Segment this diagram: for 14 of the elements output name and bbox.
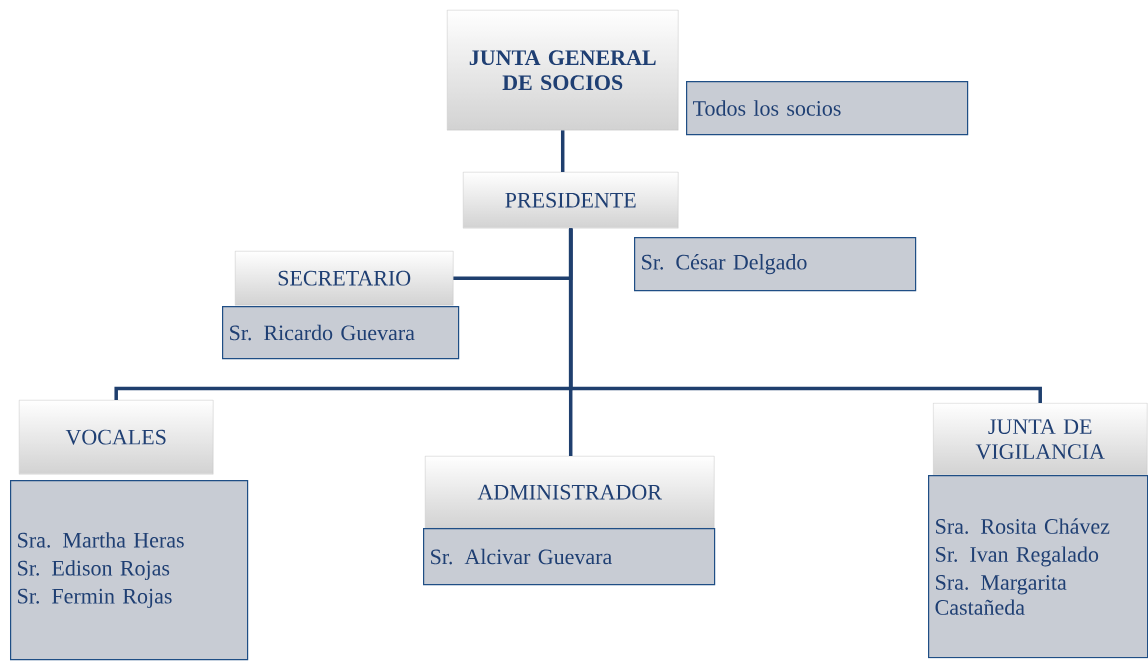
name-box: Sr. César Delgado xyxy=(634,237,917,292)
title-box: JUNTA DE VIGILANCIA xyxy=(933,403,1148,476)
title-box: ADMINISTRADOR xyxy=(425,456,715,529)
title-box: JUNTA GENERAL DE SOCIOS xyxy=(447,10,679,131)
name-box: Sr. Alcivar Guevara xyxy=(423,528,716,586)
name-box: Sra. Rosita Chávez Sr. Ivan Regalado Sra. Margarita Castañeda xyxy=(928,475,1148,659)
connector-line xyxy=(560,130,565,172)
connector-line xyxy=(568,228,1042,403)
name-box: Todos los socios xyxy=(686,81,969,136)
name-box: Sra. Martha Heras Sr. Edison Rojas Sr. Fermin Rojas xyxy=(10,480,249,661)
title-box: SECRETARIO xyxy=(235,251,454,306)
name-box: Sr. Ricardo Guevara xyxy=(222,306,460,360)
title-box: PRESIDENTE xyxy=(463,172,679,229)
title-box: VOCALES xyxy=(19,400,214,475)
